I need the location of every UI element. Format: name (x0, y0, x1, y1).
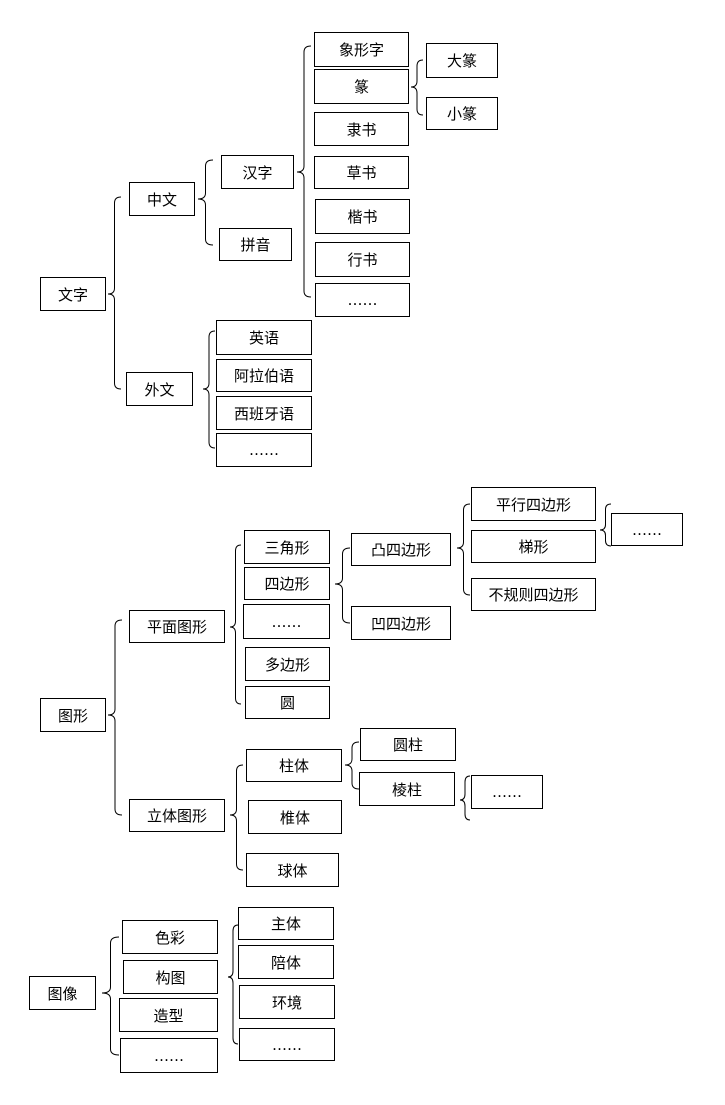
brace-shape-root (107, 619, 123, 816)
node-sphere: 球体 (246, 853, 339, 887)
node-triangle: 三角形 (244, 530, 330, 564)
brace-solid (229, 764, 244, 871)
node-solid-figure: 立体图形 (129, 799, 225, 832)
node-irregular-quad: 不规则四边形 (471, 578, 596, 611)
node-pyramid-body: 椎体 (248, 800, 342, 834)
node-concave-quad: 凹四边形 (351, 606, 451, 640)
node-small-seal: 小篆 (426, 97, 498, 130)
node-script-more: …… (315, 283, 410, 317)
node-prism-body: 柱体 (246, 749, 342, 782)
node-prism-more: …… (471, 775, 543, 809)
brace-parallelogram (599, 503, 612, 547)
node-subject: 主体 (238, 907, 334, 940)
node-plane-figure: 平面图形 (129, 610, 225, 643)
node-cylinder: 圆柱 (360, 728, 456, 761)
brace-image-root (101, 936, 120, 1056)
node-environment: 环境 (239, 985, 335, 1019)
node-polygon: 多边形 (245, 647, 330, 681)
brace-foreign (202, 330, 216, 449)
brace-chinese (197, 159, 214, 246)
node-color: 色彩 (122, 920, 218, 954)
node-arabic: 阿拉伯语 (216, 359, 312, 392)
node-spanish: 西班牙语 (216, 396, 312, 430)
node-shape-root: 图形 (40, 698, 106, 732)
node-chinese: 中文 (129, 182, 195, 216)
node-composition-more: …… (239, 1028, 335, 1061)
brace-prism (459, 775, 471, 821)
node-prism: 棱柱 (359, 772, 455, 806)
brace-seal (410, 59, 424, 116)
node-plane-more: …… (243, 604, 330, 639)
node-english: 英语 (216, 320, 312, 355)
node-large-seal: 大篆 (426, 43, 498, 78)
brace-prism-body (344, 741, 360, 790)
node-quad-more: …… (611, 513, 683, 546)
node-image-root: 图像 (29, 976, 96, 1010)
node-seal-script: 篆 (314, 69, 409, 104)
brace-text-root (107, 196, 122, 390)
node-cursive-script: 草书 (314, 156, 409, 189)
node-foreign: 外文 (126, 372, 193, 406)
brace-composition (227, 924, 239, 1045)
node-clerical-script: 隶书 (314, 112, 409, 146)
node-quadrilateral: 四边形 (244, 567, 330, 600)
brace-plane (229, 544, 242, 705)
node-running-script: 行书 (315, 242, 410, 277)
node-modeling: 造型 (119, 998, 218, 1032)
brace-convex (456, 503, 471, 596)
node-trapezoid: 梯形 (471, 530, 596, 563)
node-secondary-subject: 陪体 (238, 945, 334, 979)
node-text-root: 文字 (40, 277, 106, 311)
brace-quadrilateral (334, 547, 351, 624)
node-hanzi: 汉字 (221, 155, 294, 189)
node-convex-quad: 凸四边形 (351, 533, 451, 566)
node-parallelogram: 平行四边形 (471, 487, 596, 521)
node-language-more: …… (216, 433, 312, 467)
brace-hanzi (296, 45, 312, 298)
node-image-more: …… (120, 1038, 218, 1073)
node-circle: 圆 (245, 686, 330, 719)
node-pictograph: 象形字 (314, 32, 409, 67)
node-pinyin: 拼音 (219, 228, 292, 261)
node-composition: 构图 (123, 960, 218, 994)
node-regular-script: 楷书 (315, 199, 410, 234)
